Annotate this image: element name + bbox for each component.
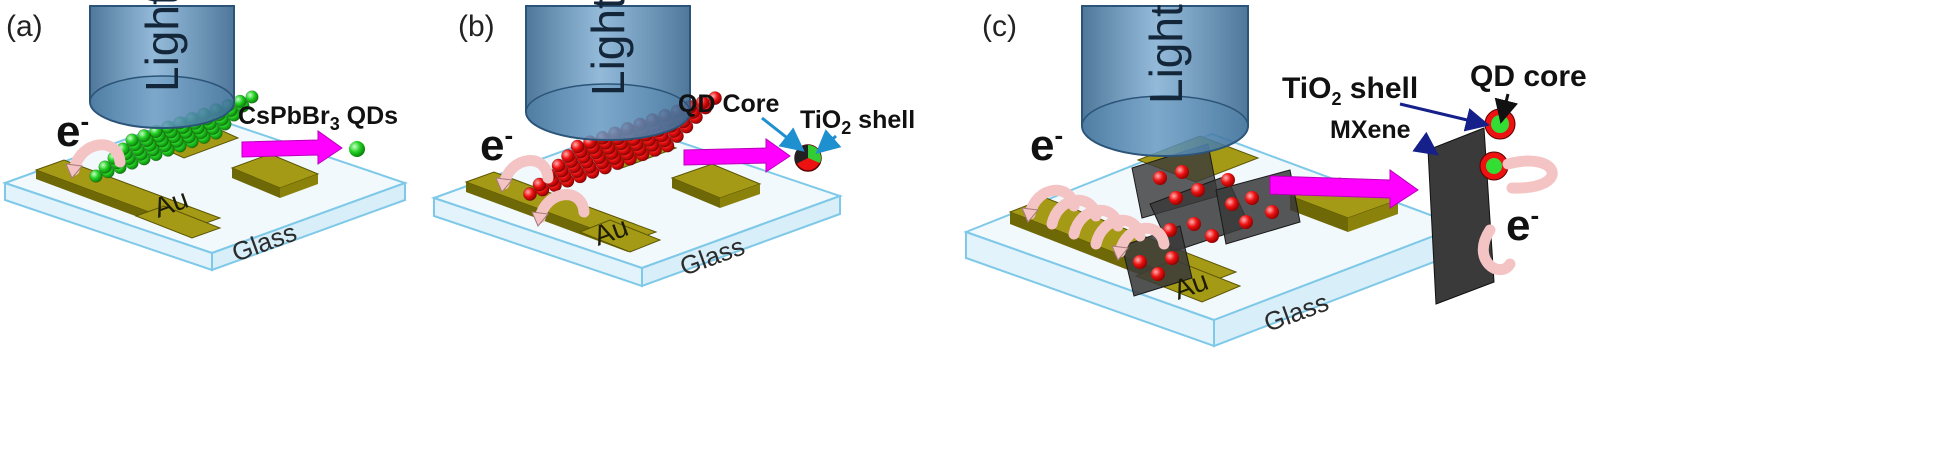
core-shell-qd-icon	[794, 144, 822, 172]
qd-core-label: QD core	[1470, 60, 1587, 93]
panel-label: (b)	[458, 10, 495, 43]
tio2-shell-label: TiO2 shell	[1282, 72, 1418, 109]
arrow-head	[531, 211, 549, 227]
qd-label: CsPbBr3 QDs	[238, 102, 398, 134]
electron-return-arrow	[1502, 155, 1558, 194]
core-pointer	[1494, 93, 1519, 124]
panel-label: (c)	[982, 10, 1017, 43]
quantum-dot	[561, 149, 575, 163]
panel-label: (a)	[6, 10, 43, 43]
quantum-dot	[1175, 165, 1189, 179]
mxene-label: MXene	[1330, 116, 1411, 144]
light-beam	[1081, 5, 1249, 157]
magenta-arrow	[1269, 169, 1419, 209]
electron-label: e-	[1030, 120, 1063, 170]
quantum-dot	[89, 169, 103, 183]
panel-b: (b) Light e-	[430, 0, 915, 288]
core-shell-qd-top	[1484, 108, 1516, 140]
panel-c: (c) Light e-	[963, 4, 1587, 348]
quantum-dot	[1225, 197, 1239, 211]
electron-hop-arrow	[1114, 222, 1170, 258]
quantum-dot	[1165, 251, 1179, 265]
quantum-dot	[1163, 223, 1177, 237]
electron-label: e-	[56, 106, 89, 156]
quantum-dot	[1169, 191, 1183, 205]
mxene-pointer	[1412, 131, 1439, 156]
arrow-head	[495, 177, 513, 193]
shell-pointer	[815, 129, 842, 154]
quantum-dot	[570, 139, 585, 154]
quantum-dot	[125, 133, 139, 147]
mxene-sheets	[1121, 143, 1301, 297]
magenta-arrow	[683, 138, 791, 173]
core-shell-qd-bottom	[1479, 151, 1509, 181]
quantum-dot	[1153, 171, 1167, 185]
quantum-dot-array	[1133, 165, 1279, 281]
core-pointer	[761, 116, 805, 152]
quantum-dot	[523, 187, 537, 201]
quantum-dot	[98, 160, 112, 174]
quantum-dot	[708, 91, 722, 105]
magenta-arrow	[241, 130, 343, 165]
quantum-dot	[1191, 183, 1205, 197]
quantum-dot	[1265, 205, 1279, 219]
qd-core-label: QD Core	[678, 90, 780, 118]
quantum-dot	[1205, 229, 1219, 243]
panel-a: (a) Light e-	[1, 0, 409, 272]
quantum-dot	[695, 95, 710, 110]
shell-pointer	[1399, 102, 1490, 132]
electron-hop-arrow	[498, 155, 554, 190]
quantum-dot	[1245, 191, 1259, 205]
single-qd-icon	[349, 141, 365, 157]
light-beam	[89, 5, 235, 129]
tio2-shell-label: TiO2 shell	[800, 106, 915, 138]
quantum-dot	[1133, 255, 1147, 269]
quantum-dot	[532, 177, 547, 192]
quantum-dot	[245, 90, 259, 104]
light-beam	[525, 5, 691, 141]
mxene-flake	[1427, 127, 1495, 305]
quantum-dot	[137, 129, 151, 143]
light-label: Light	[136, 0, 188, 92]
arrow-head	[65, 163, 83, 179]
electron-hop-arrows	[1021, 184, 1170, 261]
electron-hop-arrow	[68, 139, 126, 176]
electron-label-right: e-	[1506, 200, 1539, 250]
quantum-dot	[551, 158, 566, 173]
electron-label: e-	[480, 120, 513, 170]
quantum-dot	[1187, 217, 1201, 231]
quantum-dot	[1221, 173, 1235, 187]
light-label: Light	[582, 0, 634, 96]
quantum-dot	[1151, 267, 1165, 281]
electron-hop-arrow	[534, 189, 590, 224]
quantum-dot	[1239, 215, 1253, 229]
electron-return-arrow	[1477, 224, 1516, 275]
light-label: Light	[1140, 4, 1192, 104]
